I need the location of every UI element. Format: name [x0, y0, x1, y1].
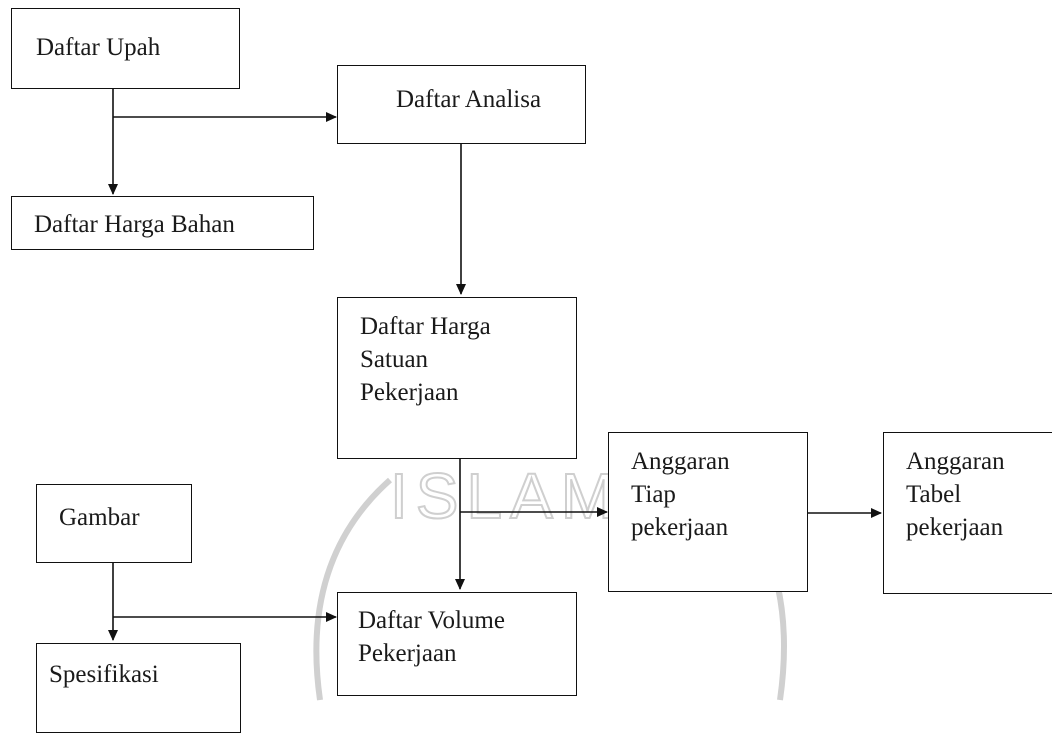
- node-label: Daftar Upah: [36, 34, 161, 61]
- node-spesifikasi: Spesifikasi: [36, 643, 241, 733]
- node-label: Spesifikasi: [49, 661, 159, 688]
- node-label: Gambar: [59, 504, 140, 531]
- node-gambar: Gambar: [36, 484, 192, 563]
- node-label-line-1: Daftar Volume: [358, 607, 505, 634]
- node-daftar-analisa: Daftar Analisa: [337, 65, 586, 144]
- node-label-line-1: Daftar Harga: [360, 313, 491, 340]
- node-label-line-2: Satuan: [360, 346, 429, 373]
- node-anggaran-tabel-pekerjaan: Anggaran Tabel pekerjaan: [883, 432, 1052, 594]
- node-label-line-2: Tiap: [631, 481, 676, 508]
- watermark-text: ISLAM: [390, 460, 622, 532]
- node-daftar-upah: Daftar Upah: [11, 8, 240, 89]
- node-label-line-3: pekerjaan: [631, 514, 729, 541]
- node-daftar-harga-bahan: Daftar Harga Bahan: [11, 196, 314, 250]
- node-daftar-volume-pekerjaan: Daftar Volume Pekerjaan: [337, 592, 577, 696]
- node-label: Daftar Harga Bahan: [34, 211, 235, 238]
- node-label-line-1: Anggaran: [631, 448, 730, 475]
- node-label-line-2: Pekerjaan: [358, 640, 457, 667]
- node-label-line-1: Anggaran: [906, 448, 1005, 475]
- node-label: Daftar Analisa: [396, 86, 542, 113]
- node-label-line-3: Pekerjaan: [360, 379, 459, 406]
- node-anggaran-tiap-pekerjaan: Anggaran Tiap pekerjaan: [608, 432, 808, 592]
- node-label-line-3: pekerjaan: [906, 514, 1004, 541]
- node-daftar-harga-satuan-pekerjaan: Daftar Harga Satuan Pekerjaan: [337, 297, 577, 459]
- node-label-line-2: Tabel: [906, 481, 962, 508]
